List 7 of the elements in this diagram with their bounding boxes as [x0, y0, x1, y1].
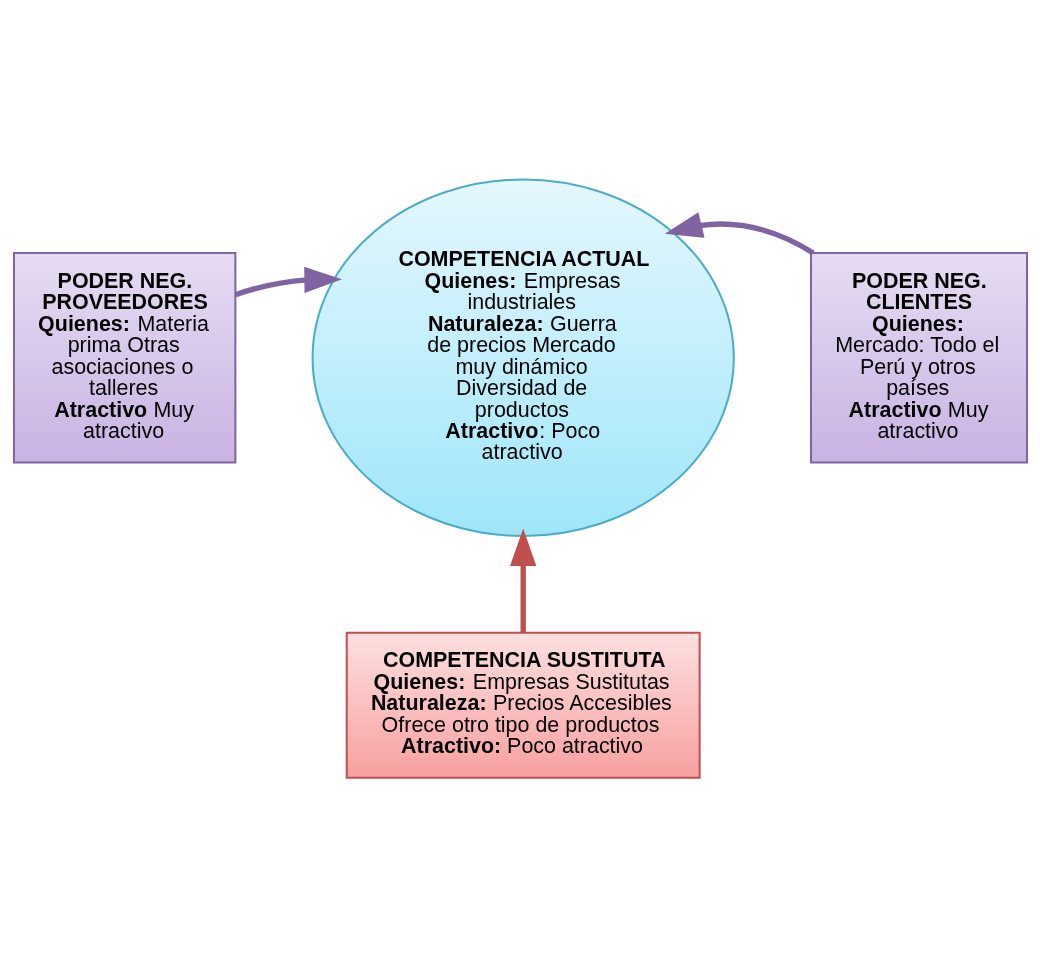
- arrow: [510, 527, 537, 632]
- arrow: [234, 266, 342, 297]
- node-box: PODER NEG. CLIENTES Quienes: Mercado: Todo el Perú y otros países Atractivo Muy atractivo: [810, 251, 1029, 463]
- node-box: PODER NEG. PROVEEDORES Quienes: Materia prima Otras asociaciones o talleres Atractivo Muy atractivo: [12, 251, 237, 463]
- arrow: [664, 211, 815, 255]
- node-box: COMPETENCIA SUSTITUTA Quienes: Empresas Sustitutas Naturaleza: Precios Accesibles Ofrece otro tipo de productos Atractivo: Poco atractivo: [345, 631, 701, 779]
- node-ellipse: COMPETENCIA ACTUAL Quienes: Empresas industriales Naturaleza: Guerra de precios Mercado muy dinámico Diversidad de productos Atractivo: Poco atractivo: [311, 177, 735, 537]
